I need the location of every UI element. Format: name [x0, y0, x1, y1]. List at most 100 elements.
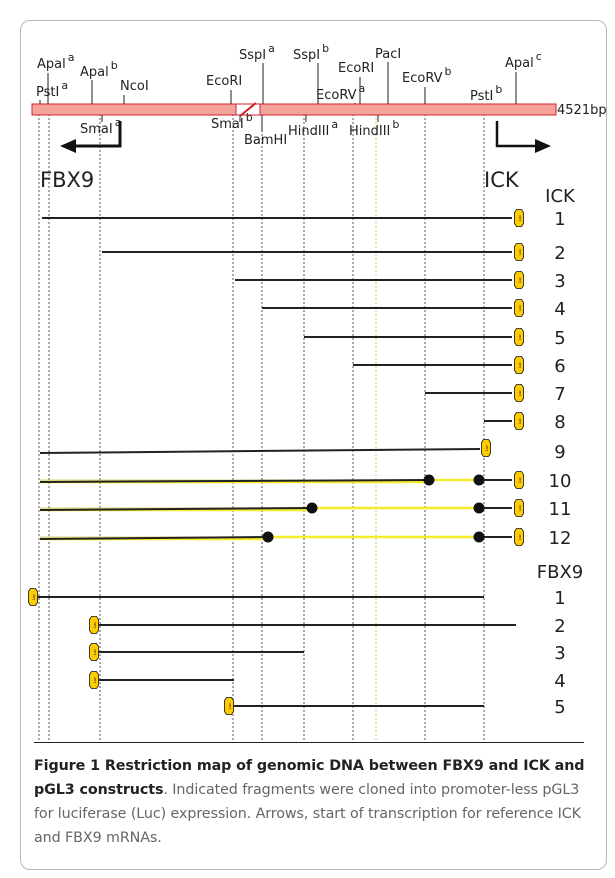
site-label: NcoI [120, 79, 149, 94]
svg-text:Luc: Luc [518, 305, 522, 311]
caption-separator [34, 742, 584, 743]
svg-text:Luc: Luc [518, 477, 522, 483]
construct-label: 6 [554, 356, 565, 377]
fusion-junction-dot [473, 531, 485, 543]
construct-line [39, 507, 313, 511]
luciferase-icon: Luc [89, 643, 99, 661]
luciferase-icon: Luc [514, 471, 524, 489]
ick-group-header: ICK [545, 186, 576, 207]
construct-label: 2 [554, 243, 565, 264]
svg-text:Luc: Luc [93, 649, 97, 655]
construct-label: 10 [549, 471, 572, 492]
luciferase-icon: Luc [514, 328, 524, 346]
restriction-site-guides [38, 110, 485, 740]
figure-caption: Figure 1 Restriction map of genomic DNA … [34, 754, 589, 850]
construct-label: 1 [554, 209, 565, 230]
deleted-segment-slash [239, 102, 257, 117]
luciferase-icon: Luc [89, 671, 99, 689]
construct-label: 8 [554, 412, 565, 433]
fbx9-group-header: FBX9 [537, 562, 584, 583]
site-superscript: a [68, 51, 75, 64]
svg-text:Luc: Luc [228, 703, 232, 709]
site-superscript: a [61, 79, 68, 92]
site-superscript: c [536, 50, 542, 63]
construct-label: 12 [549, 528, 572, 549]
luciferase-icon: Luc [514, 299, 524, 317]
svg-text:Luc: Luc [518, 390, 522, 396]
site-superscript: b [495, 83, 502, 96]
fusion-junction-dot [423, 474, 435, 486]
site-superscript: b [322, 42, 329, 55]
construct-label: 7 [554, 384, 565, 405]
ick-transcription-arrow [495, 121, 537, 148]
site-superscript: a [331, 118, 338, 131]
site-superscript: a [359, 82, 366, 95]
construct-label: 2 [554, 616, 565, 637]
svg-text:Luc: Luc [93, 677, 97, 683]
genomic-dna-bar [31, 103, 557, 116]
site-superscript: b [392, 118, 399, 131]
caption-text: . Indicated fragments were cloned into p… [34, 782, 581, 846]
luciferase-icon: Luc [89, 616, 99, 634]
bp-length-label: 4521bp [557, 103, 607, 118]
construct-label: 11 [549, 499, 572, 520]
fusion-junction-dot [306, 502, 318, 514]
svg-text:Luc: Luc [518, 362, 522, 368]
ick-arrowhead [535, 139, 551, 153]
svg-text:Luc: Luc [518, 334, 522, 340]
svg-text:Luc: Luc [518, 215, 522, 221]
luciferase-icon: Luc [514, 209, 524, 227]
construct-label: 4 [554, 299, 565, 320]
svg-text:Luc: Luc [93, 622, 97, 628]
fusion-junction-dot [473, 502, 485, 514]
construct-label: 3 [554, 643, 565, 664]
luciferase-icon: Luc [514, 271, 524, 289]
luciferase-icon: Luc [514, 528, 524, 546]
construct-label: 5 [554, 328, 565, 349]
luciferase-icon: Luc [514, 499, 524, 517]
site-label: EcoRI [206, 74, 242, 89]
construct-label: 4 [554, 671, 565, 692]
svg-text:Luc: Luc [518, 277, 522, 283]
luciferase-icon: Luc [514, 384, 524, 402]
site-label: PacI [375, 47, 401, 62]
construct-label: 1 [554, 588, 565, 609]
site-ticks [39, 62, 517, 132]
site-superscript: b [445, 65, 452, 78]
svg-text:Luc: Luc [518, 505, 522, 511]
site-label: BamHI [244, 133, 287, 148]
construct-line [39, 536, 269, 540]
fbx9-transcription-arrow [74, 121, 122, 148]
svg-text:Luc: Luc [32, 594, 36, 600]
luciferase-icon: Luc [481, 439, 491, 457]
luciferase-icon: Luc [28, 588, 38, 606]
site-label: EcoRI [338, 61, 374, 76]
construct-line [39, 448, 481, 454]
ick-gene-label: ICK [484, 168, 520, 192]
caption-title: Figure 1 Restriction map of genomic DNA … [34, 758, 585, 798]
construct-label: 9 [554, 442, 565, 463]
construct-label: 3 [554, 271, 565, 292]
fbx9-arrowhead [60, 139, 76, 153]
luciferase-icon: Luc [514, 356, 524, 374]
fusion-junction-dot [262, 531, 274, 543]
site-superscript: b [246, 111, 253, 124]
svg-text:Luc: Luc [485, 445, 489, 451]
svg-text:Luc: Luc [518, 249, 522, 255]
luciferase-icon: Luc [514, 243, 524, 261]
fbx9-gene-label: FBX9 [40, 168, 94, 192]
site-superscript: b [111, 59, 118, 72]
construct-label: 5 [554, 697, 565, 718]
